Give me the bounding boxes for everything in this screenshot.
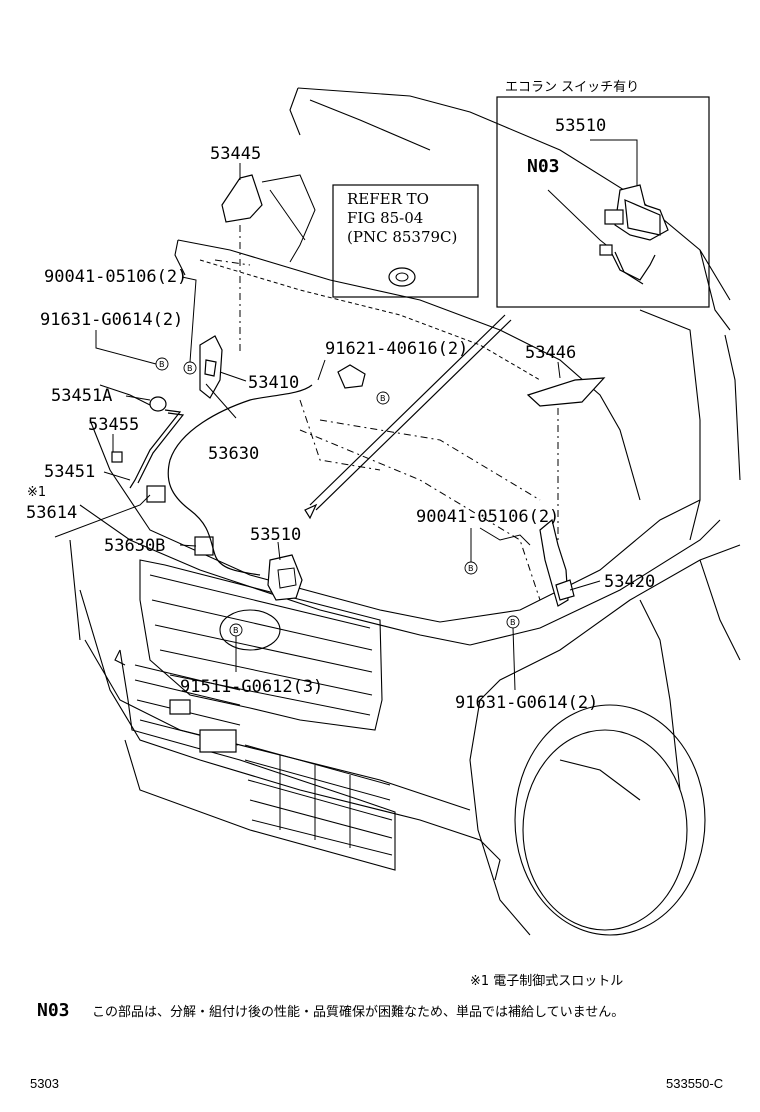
footnote-n03-text: この部品は、分解・組付け後の性能・品質確保が困難なため、単品では補給していません… xyxy=(92,1004,624,1020)
hood-seal-53446 xyxy=(526,377,606,407)
callout-53445: 53445 xyxy=(210,144,261,164)
svg-text:B: B xyxy=(233,626,239,635)
refer-line3: (PNC 85379C) xyxy=(347,228,457,246)
callout-53451: 53451 xyxy=(44,462,95,482)
bracket-53614 xyxy=(146,485,166,503)
parts-drawings xyxy=(111,174,606,607)
footnotes: ※1 電子制御式スロットル N03 この部品は、分解・組付け後の性能・品質確保が… xyxy=(37,974,624,1021)
svg-text:B: B xyxy=(468,564,474,573)
callout-90041-top: 90041-05106(2) xyxy=(44,267,187,287)
callout-53455: 53455 xyxy=(88,415,139,435)
callout-53510: 53510 xyxy=(250,525,301,545)
svg-text:B: B xyxy=(510,618,516,627)
callout-53446: 53446 xyxy=(525,343,576,363)
leader-lines xyxy=(54,163,601,691)
callout-53451A: 53451A xyxy=(51,386,112,406)
refer-frame xyxy=(332,184,479,298)
hood-seal-53445 xyxy=(221,174,263,223)
callout-53614: 53614 xyxy=(26,503,77,523)
callout-91511: 91511-G0612(3) xyxy=(180,677,323,697)
svg-text:B: B xyxy=(380,394,386,403)
footnote-mark: ※1 電子制御式スロットル xyxy=(470,974,623,989)
note-mark: ※1 xyxy=(27,485,46,500)
footer: 5303 533550-C xyxy=(30,1076,723,1091)
hood-lock-53510 xyxy=(267,554,303,601)
bolt-marker: B xyxy=(506,615,520,629)
inset-title: エコラン スイッチ有り xyxy=(505,80,639,95)
callout-91621: 91621-40616(2) xyxy=(325,339,468,359)
clip-53455 xyxy=(111,451,123,463)
callout-53420: 53420 xyxy=(604,572,655,592)
inset-latch-drawing xyxy=(599,184,669,285)
refer-line2: FIG 85-04 xyxy=(347,209,423,227)
refer-line1: REFER TO xyxy=(347,190,429,208)
inset-part-number: 53510 xyxy=(555,116,606,136)
bolt-marker: B xyxy=(376,391,390,405)
release-cable-53630 xyxy=(167,384,313,576)
bolt-marker: B xyxy=(229,623,243,637)
footnote-n03-code: N03 xyxy=(37,1000,70,1021)
svg-text:B: B xyxy=(159,360,165,369)
svg-text:B: B xyxy=(187,364,193,373)
bolt-markers: B B B B B B xyxy=(155,357,520,637)
eco-run-inset: エコラン スイッチ有り 53510 N03 xyxy=(496,80,710,308)
footer-right: 533550-C xyxy=(666,1076,723,1091)
footer-left: 5303 xyxy=(30,1076,59,1091)
bolt-marker: B xyxy=(464,561,478,575)
callout-91631-top: 91631-G0614(2) xyxy=(40,310,183,330)
bolt-marker: B xyxy=(155,357,169,371)
callout-53630B: 53630B xyxy=(104,536,165,556)
refer-box: REFER TO FIG 85-04 (PNC 85379C) xyxy=(332,184,479,298)
inset-code: N03 xyxy=(527,156,560,177)
callout-53410: 53410 xyxy=(248,373,299,393)
callout-90041-right: 90041-05106(2) xyxy=(416,507,559,527)
grommet-53451A xyxy=(149,396,167,412)
grommet-drawing xyxy=(388,267,416,287)
bracket-91621 xyxy=(337,364,366,389)
bolt-marker: B xyxy=(183,361,197,375)
callout-91631-bottom: 91631-G0614(2) xyxy=(455,693,598,713)
inset-frame xyxy=(496,96,710,308)
callout-53630: 53630 xyxy=(208,444,259,464)
callouts: 53445 90041-05106(2) 91631-G0614(2) 5345… xyxy=(26,144,655,713)
vehicle-outline xyxy=(69,87,741,936)
